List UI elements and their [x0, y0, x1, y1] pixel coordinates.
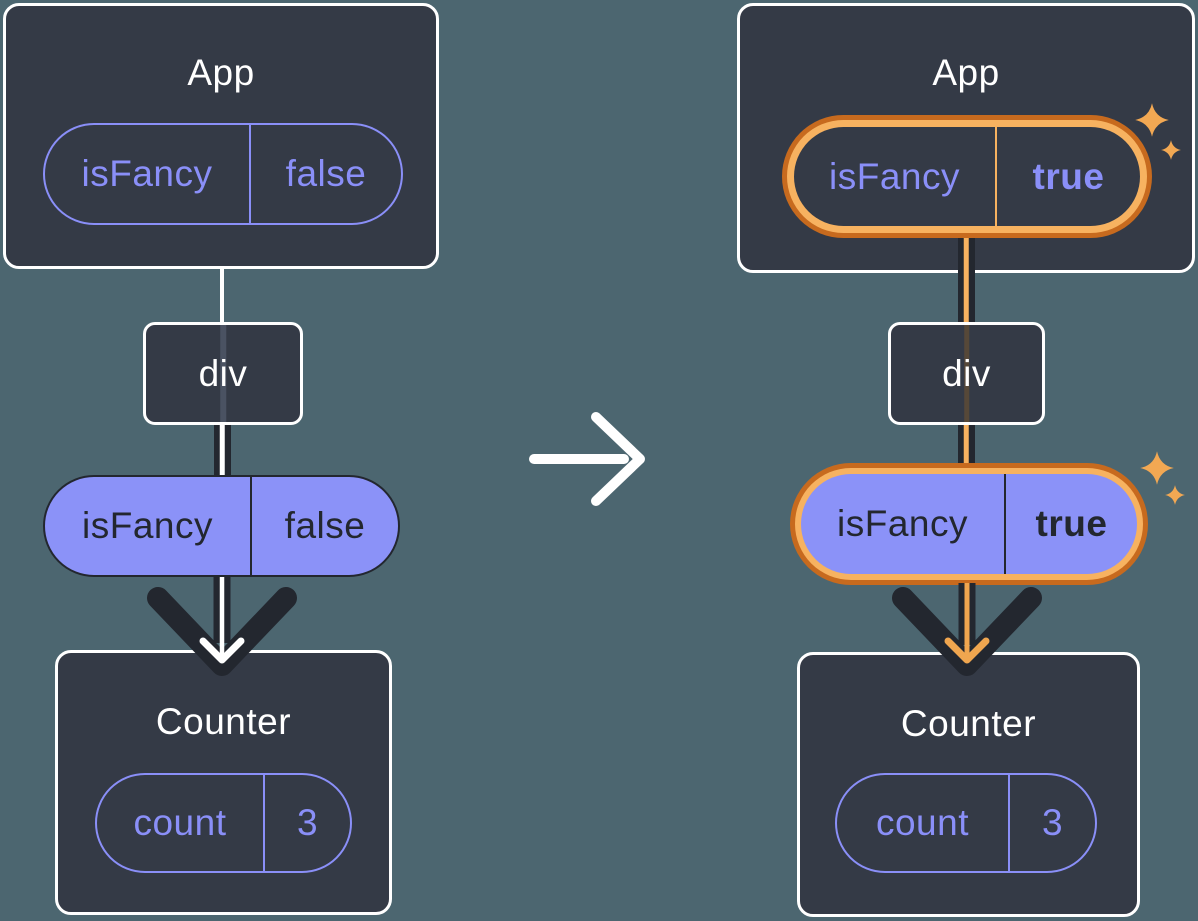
- prop-value: true: [1035, 503, 1108, 544]
- flow-connector-ghost: [963, 325, 970, 422]
- prop-name: isFancy: [801, 474, 1006, 574]
- prop-pill-before: isFancy false: [43, 123, 403, 225]
- element-label: div: [198, 352, 248, 394]
- counter-component-box-before: Counter: [55, 650, 392, 915]
- flow-connector: [213, 423, 231, 477]
- sparkles-icon: [1135, 103, 1181, 160]
- div-element-box-before: div: [143, 322, 303, 425]
- div-element-box-after: div: [888, 322, 1045, 425]
- prop-value: true: [1032, 155, 1105, 197]
- flow-connector: [219, 267, 224, 324]
- component-title: Counter: [155, 701, 292, 742]
- prop-value: false: [285, 153, 367, 194]
- flow-connector: [957, 232, 975, 324]
- flow-connector: [957, 424, 975, 466]
- state-pill-after: count 3: [835, 773, 1097, 873]
- state-name: count: [837, 775, 1010, 871]
- flow-arrowhead-icon: [892, 583, 1042, 676]
- prop-pill-after-highlighted: isFancy true: [782, 115, 1152, 238]
- state-value: 3: [1041, 802, 1064, 843]
- element-label: div: [942, 352, 991, 394]
- component-title: App: [187, 52, 255, 93]
- state-pill-before: count 3: [95, 773, 352, 873]
- state-value: 3: [296, 802, 319, 843]
- prop-name: isFancy: [45, 477, 252, 575]
- passed-prop-pill-before: isFancy false: [43, 475, 400, 577]
- state-name: count: [97, 775, 265, 871]
- prop-value: false: [284, 505, 366, 546]
- arrow-right-icon: [529, 412, 645, 506]
- passed-prop-pill-after-highlighted: isFancy true: [790, 463, 1148, 585]
- component-title: App: [932, 52, 1000, 93]
- prop-name: isFancy: [45, 125, 251, 223]
- prop-name: isFancy: [794, 127, 997, 226]
- flow-arrowhead-icon: [147, 577, 297, 676]
- flow-connector-ghost: [220, 325, 226, 422]
- component-title: Counter: [900, 703, 1037, 744]
- sparkles-icon: [1140, 451, 1185, 505]
